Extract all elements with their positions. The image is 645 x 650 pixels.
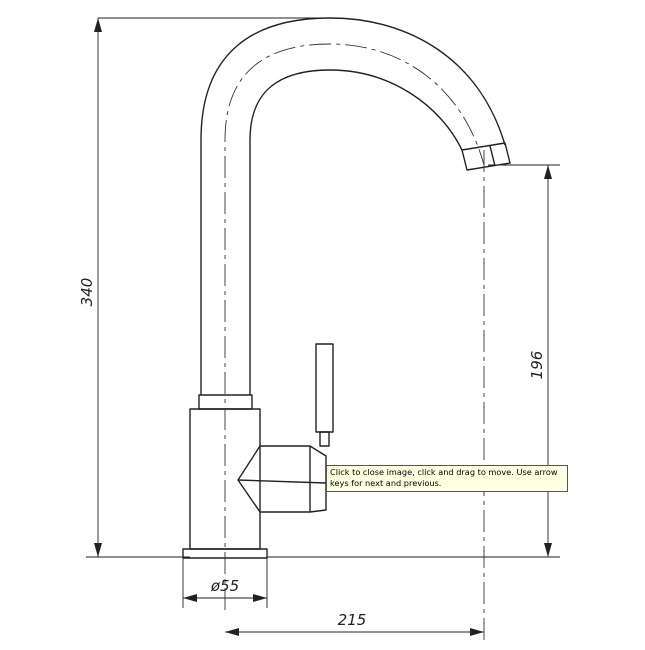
handle-lever[interactable] [315, 343, 334, 433]
arrow-base-right [253, 594, 267, 602]
tooltip-text: Click to close image, click and drag to … [330, 467, 558, 488]
nozzle-divider [489, 145, 496, 167]
cartridge-edge [237, 479, 327, 484]
reach-dimension-label: 215 [338, 611, 367, 629]
arrow-base-left [183, 594, 197, 602]
spout-height-dimension-label: 196 [528, 351, 546, 380]
arrow-spout-bottom [544, 543, 552, 557]
base-diameter-label: ø55 [210, 577, 239, 595]
spout-nozzle [461, 142, 511, 171]
arrow-spout-top [544, 165, 552, 179]
spout-inner-contour [249, 69, 463, 395]
height-dimension-label: 340 [78, 278, 96, 307]
lever-stem [319, 431, 330, 447]
spout-centerline [224, 43, 485, 610]
spout-outer-contour [200, 17, 506, 395]
image-viewer-tooltip[interactable]: Click to close image, click and drag to … [326, 465, 568, 492]
arrow-height-top [94, 18, 102, 32]
arrow-reach-right [470, 628, 484, 636]
arrow-height-bottom [94, 543, 102, 557]
spout-collar [198, 394, 253, 410]
arrow-reach-left [225, 628, 239, 636]
handle-cartridge [237, 445, 327, 513]
